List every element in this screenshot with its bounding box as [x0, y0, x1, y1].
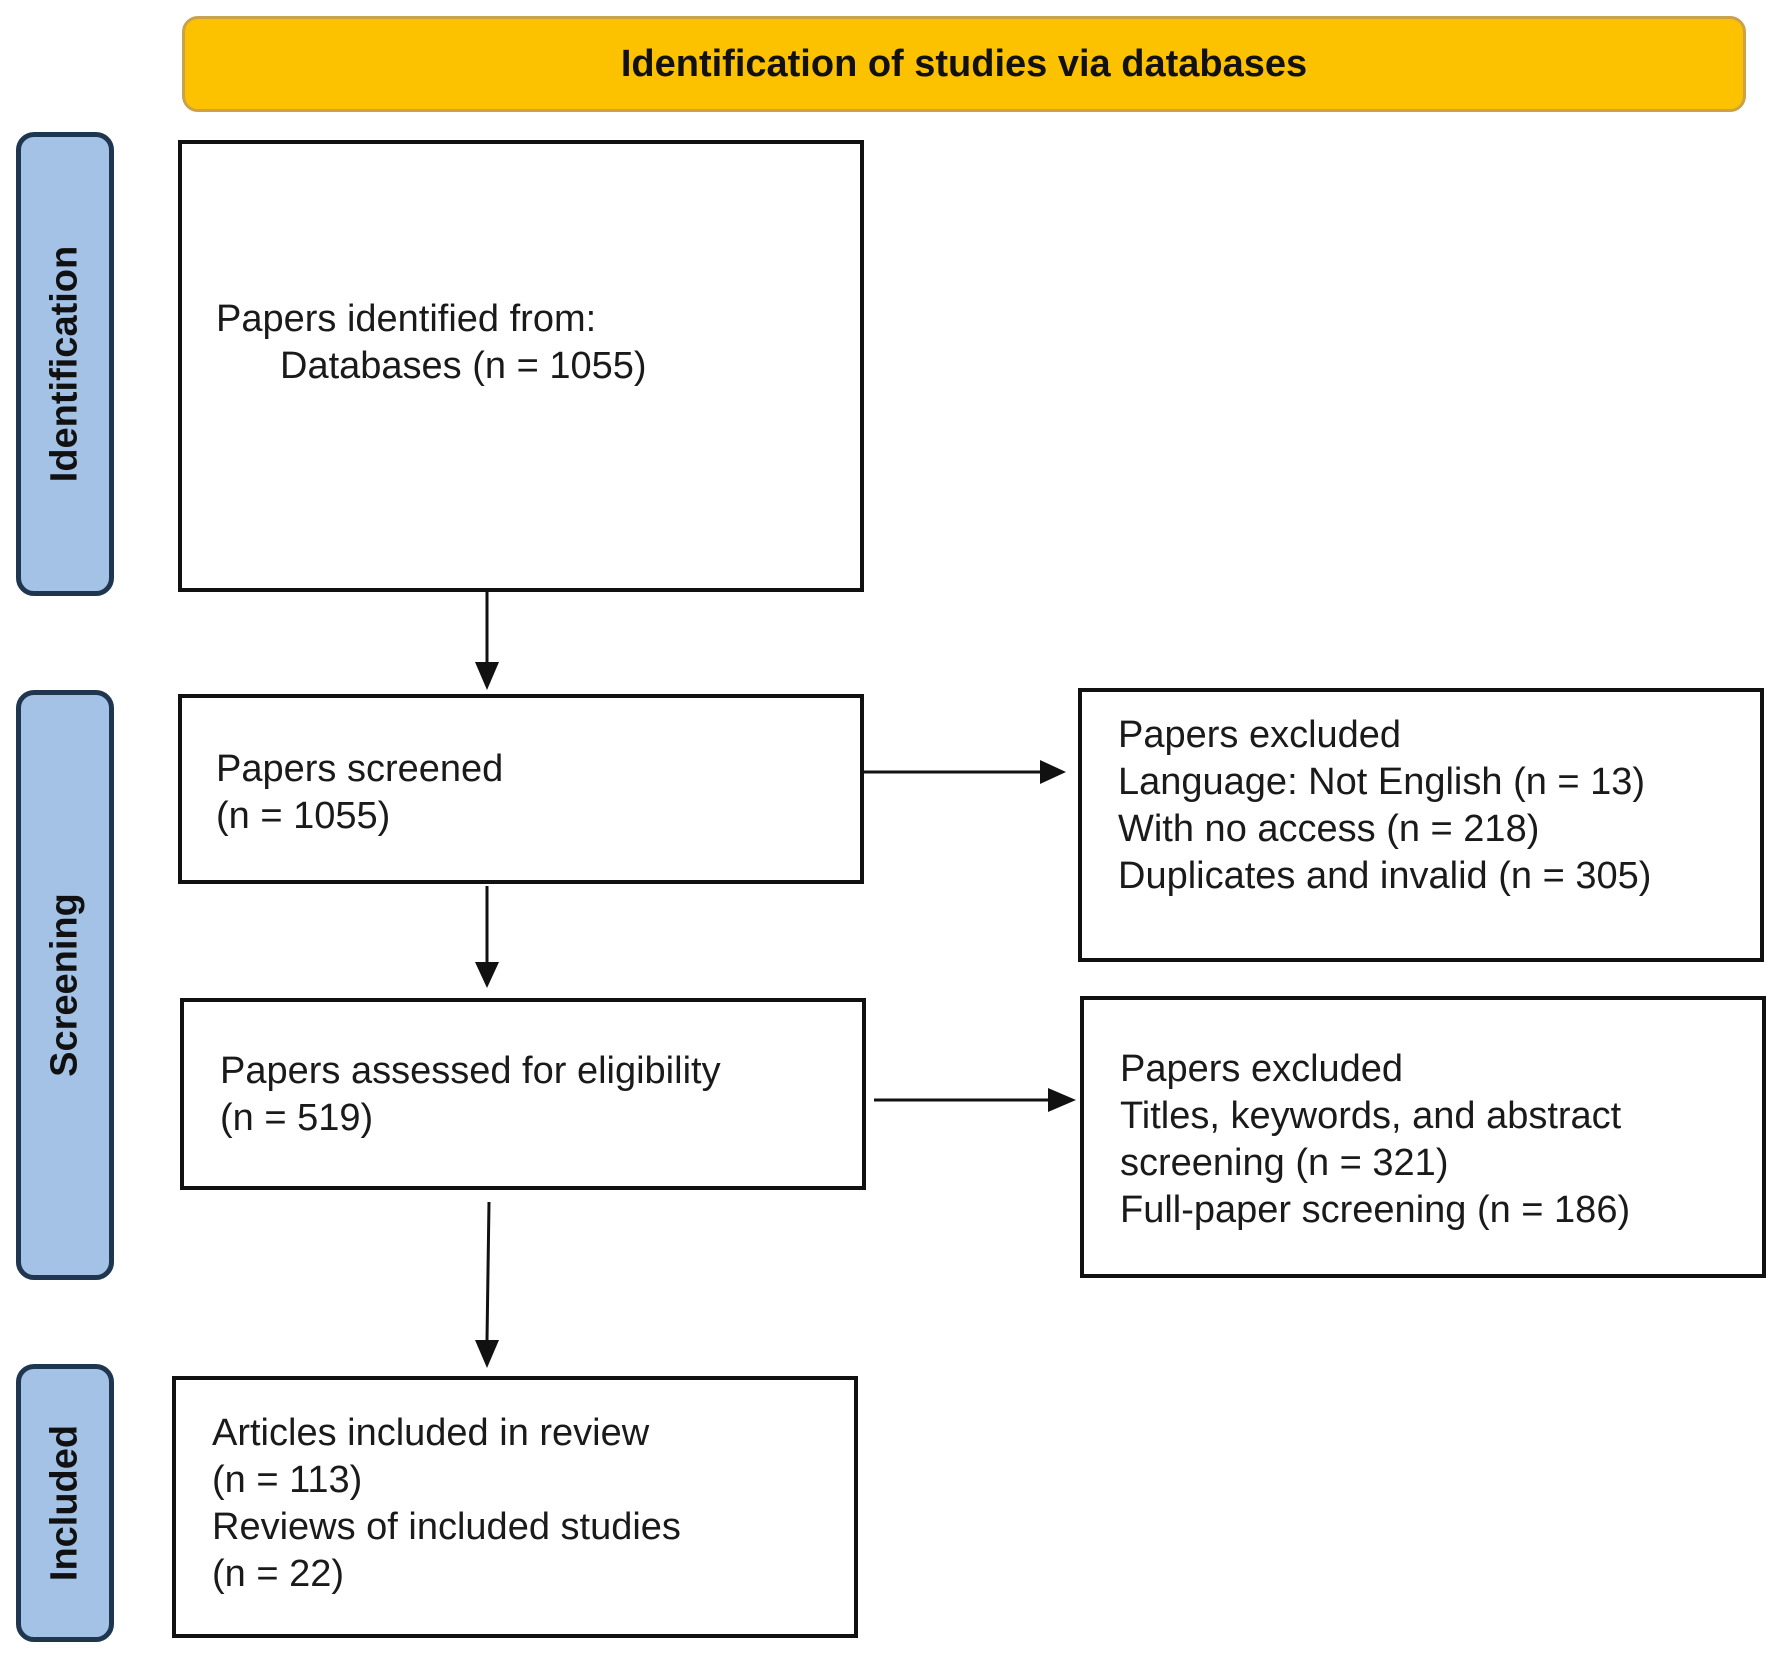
- arrowhead-screened-to-excluded-1: [1040, 760, 1066, 784]
- arrowhead-eligibility-to-excluded-2: [1048, 1088, 1076, 1112]
- box-papers-excluded-2-line3: screening (n = 321): [1120, 1142, 1449, 1184]
- box-papers-excluded-1-line3: With no access (n = 218): [1118, 808, 1540, 850]
- box-articles-included-line2: (n = 113): [212, 1459, 363, 1501]
- box-articles-included-line4: (n = 22): [212, 1553, 345, 1595]
- box-papers-eligibility: Papers assessed for eligibility (n = 519…: [180, 998, 866, 1190]
- box-papers-excluded-2-line2: Titles, keywords, and abstract: [1120, 1095, 1622, 1137]
- box-papers-excluded-2: Papers excluded Titles, keywords, and ab…: [1080, 996, 1766, 1278]
- box-papers-identified-line2: Databases (n = 1055): [280, 345, 647, 387]
- arrow-eligibility-to-included: [485, 1201, 491, 1341]
- box-papers-screened-line1: Papers screened: [216, 748, 504, 790]
- stage-screening: Screening: [16, 690, 114, 1280]
- box-papers-screened-line2: (n = 1055): [216, 795, 391, 837]
- box-papers-identified: Papers identified from: Databases (n = 1…: [178, 140, 864, 592]
- box-papers-excluded-1-line4: Duplicates and invalid (n = 305): [1118, 855, 1652, 897]
- box-articles-included-line1: Articles included in review: [212, 1412, 650, 1454]
- header-title: Identification of studies via databases: [620, 42, 1308, 85]
- box-papers-screened: Papers screened (n = 1055): [178, 694, 864, 884]
- header-banner: Identification of studies via databases: [182, 16, 1746, 112]
- arrowhead-identified-to-screened: [475, 662, 499, 690]
- box-papers-identified-line1: Papers identified from:: [216, 298, 597, 340]
- box-articles-included-line3: Reviews of included studies: [212, 1506, 681, 1548]
- box-papers-excluded-1-line2: Language: Not English (n = 13): [1118, 761, 1646, 803]
- stage-identification: Identification: [16, 132, 114, 596]
- box-articles-included: Articles included in review (n = 113) Re…: [172, 1376, 858, 1638]
- arrowhead-eligibility-to-included: [475, 1340, 499, 1368]
- box-papers-excluded-2-line4: Full-paper screening (n = 186): [1120, 1189, 1631, 1231]
- box-papers-excluded-1: Papers excluded Language: Not English (n…: [1078, 688, 1764, 962]
- stage-included: Included: [16, 1364, 114, 1642]
- box-papers-excluded-2-line1: Papers excluded: [1120, 1048, 1404, 1090]
- arrowhead-screened-to-eligibility: [475, 962, 499, 988]
- box-papers-eligibility-line2: (n = 519): [220, 1097, 374, 1139]
- box-papers-eligibility-line1: Papers assessed for eligibility: [220, 1050, 721, 1092]
- box-papers-excluded-1-line1: Papers excluded: [1118, 714, 1402, 756]
